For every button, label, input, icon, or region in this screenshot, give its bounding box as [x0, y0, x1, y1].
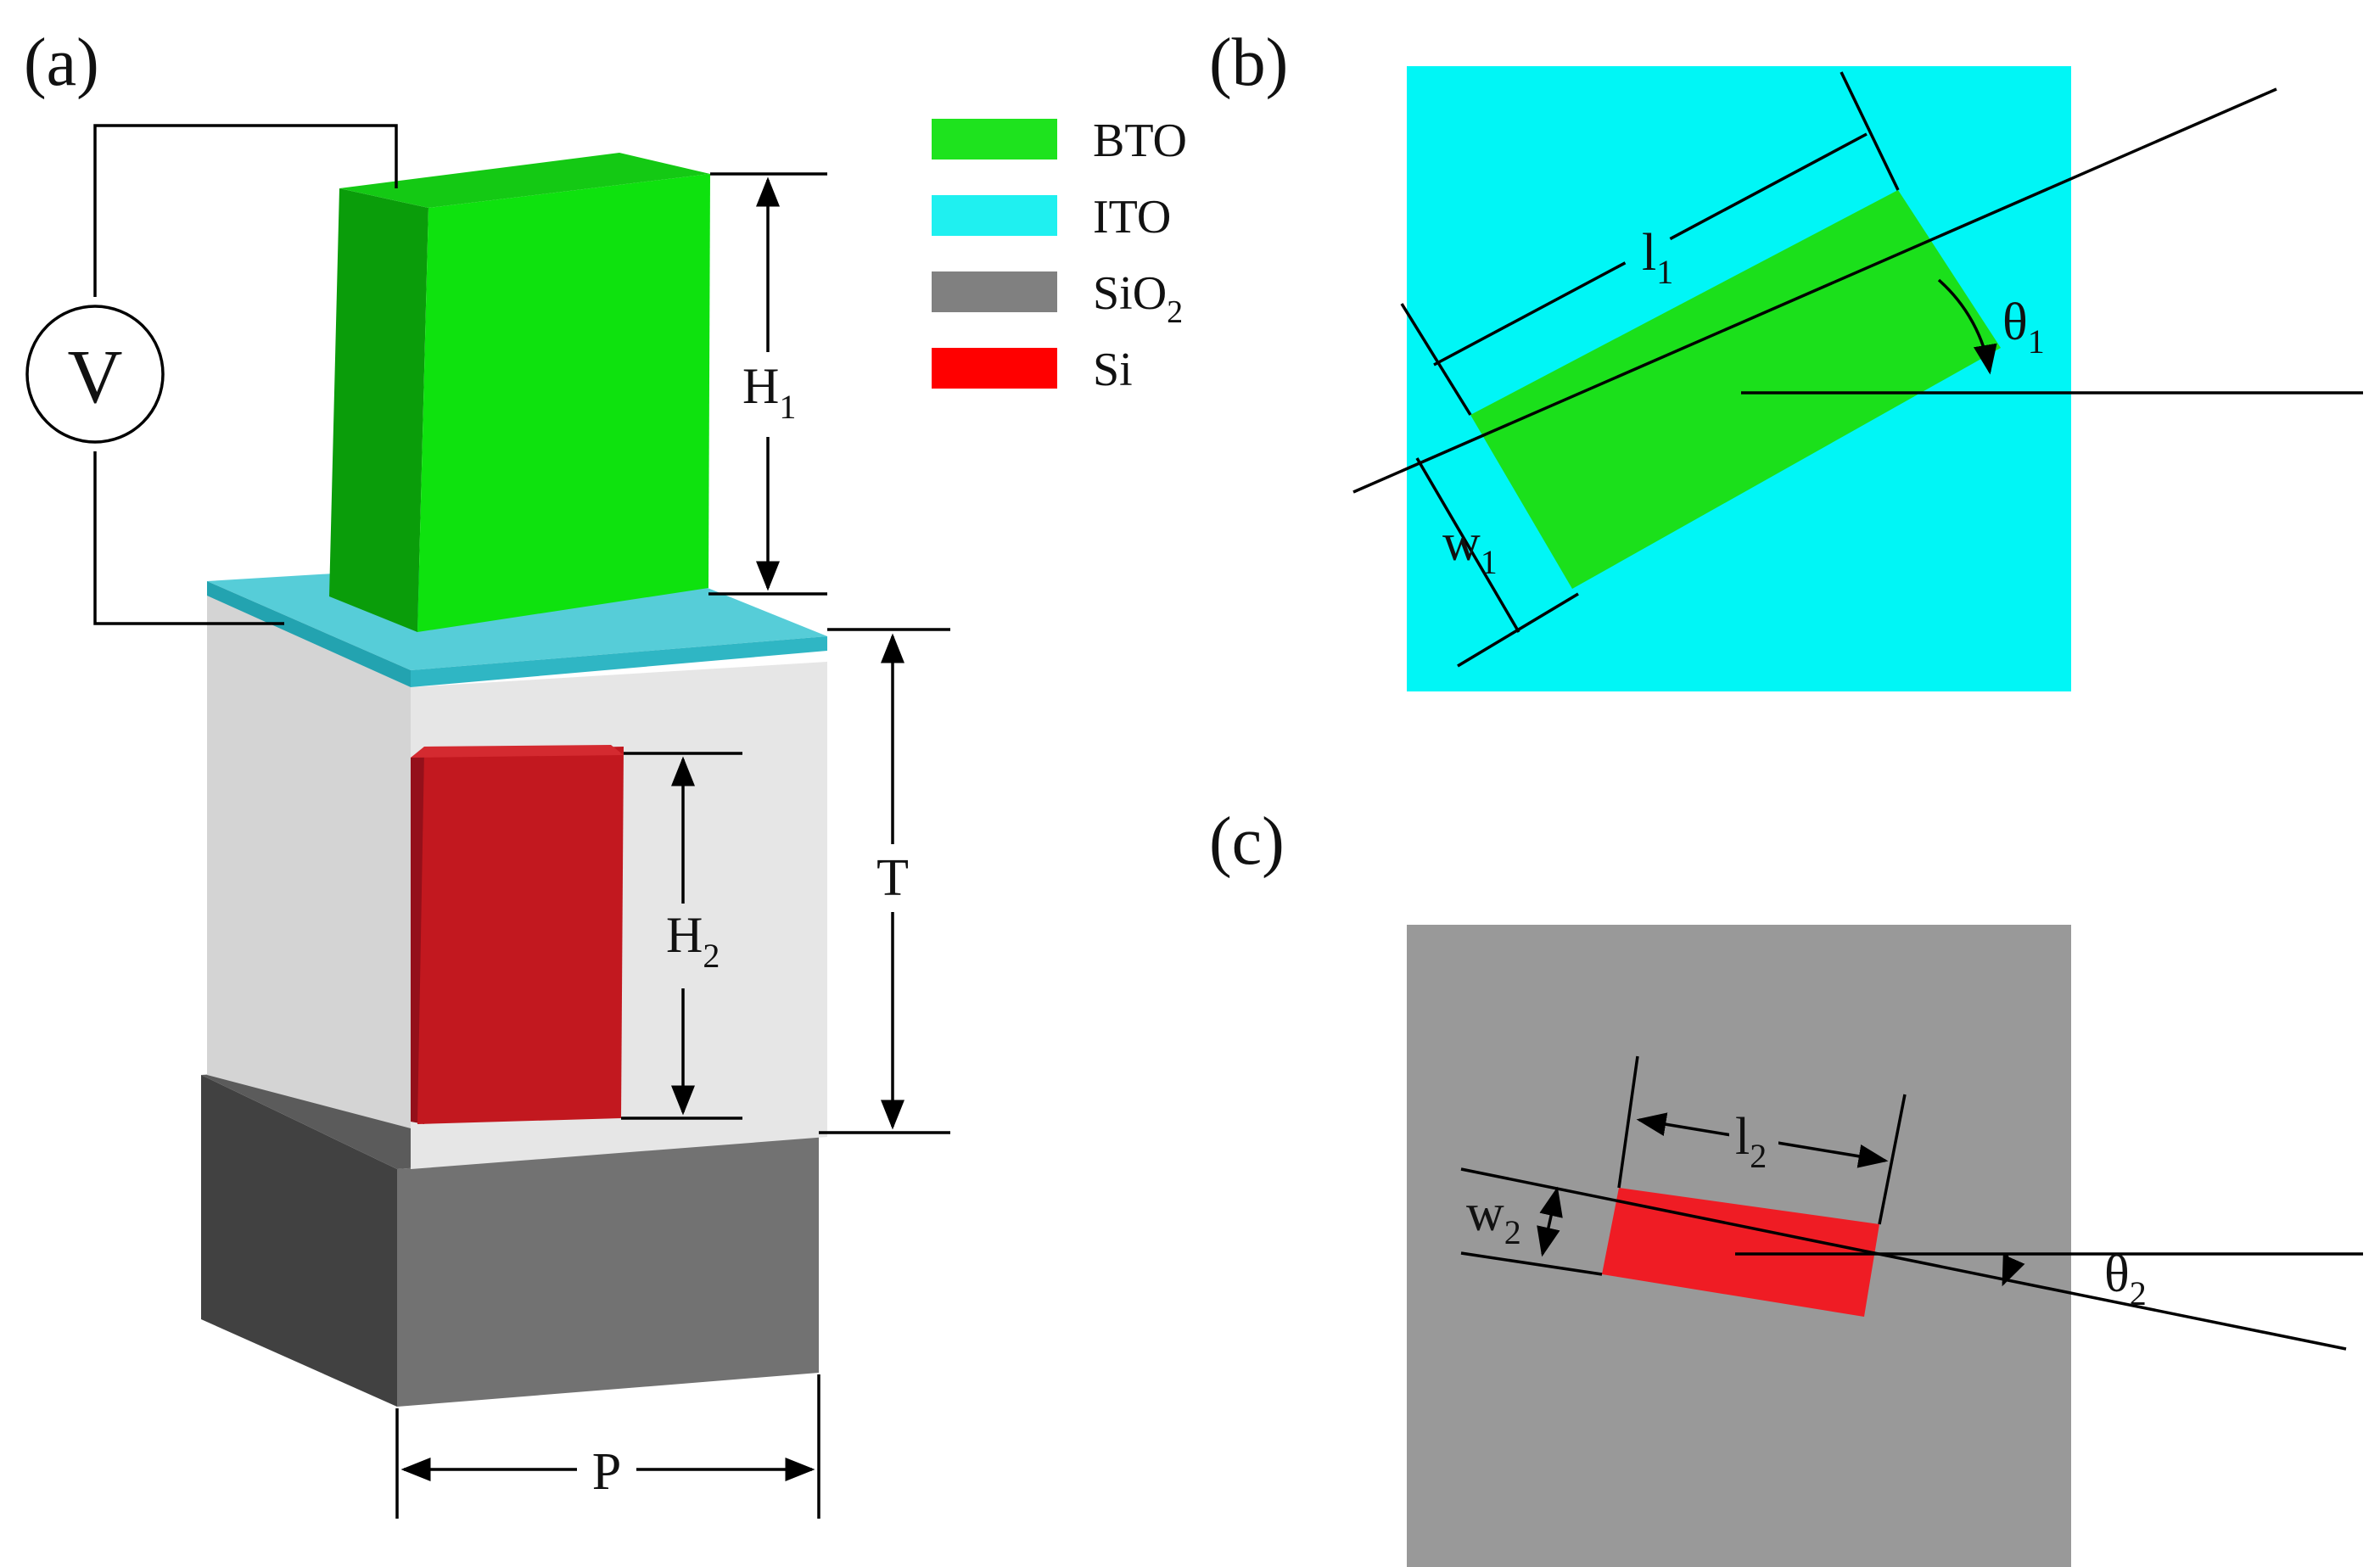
w1-letter: w	[1442, 514, 1481, 572]
theta1-arc	[1937, 278, 1997, 375]
si-pillar-front	[417, 747, 624, 1124]
l1-label-bg	[1609, 208, 1684, 288]
dimension-t: T	[819, 628, 950, 1134]
w2-ext-bottom	[1460, 1251, 1603, 1276]
panel-a-label: (a)	[24, 25, 99, 100]
legend-swatch-ito	[932, 195, 1057, 236]
l2-label: l2	[1735, 1108, 1767, 1175]
h2-subscript: 2	[703, 937, 720, 975]
h1-label: H1	[742, 358, 796, 426]
c-axis-line-lower	[1460, 1167, 2347, 1351]
h2-label-bg	[658, 904, 721, 988]
legend-swatch-bto	[932, 119, 1057, 159]
bto-front-face	[417, 174, 710, 632]
b-axis-line	[1352, 87, 2277, 494]
p-label: P	[592, 1443, 621, 1501]
voltage-source-label: V	[68, 335, 123, 419]
w2-letter: w	[1466, 1184, 1504, 1242]
si-pillar	[411, 745, 624, 1124]
l2-subscript: 2	[1750, 1137, 1767, 1175]
legend-swatch-sio	[932, 271, 1057, 312]
cladding-left-face	[207, 594, 411, 1128]
h1-label-bg	[738, 352, 798, 437]
theta2-subscript: 2	[2130, 1274, 2147, 1312]
theta1-label: θ1	[2002, 294, 2045, 361]
panel-c: (c) l2 w2 θ2	[1209, 804, 2363, 1567]
substrate-side-face	[201, 1075, 397, 1407]
l1-subscript: 1	[1656, 253, 1673, 291]
theta2-arc	[2002, 1253, 2025, 1287]
l2-ext-right	[1878, 1094, 1907, 1225]
circuit-wire-top	[93, 124, 398, 297]
w1-dimension-line	[1415, 457, 1520, 633]
l2-letter: l	[1735, 1108, 1750, 1166]
bto-block	[329, 153, 710, 632]
ito-front-edge	[411, 636, 827, 687]
h1-subscript: 1	[779, 388, 796, 426]
legend-swatch-si	[932, 348, 1057, 389]
voltage-circuit: V	[25, 124, 398, 625]
l1-letter: l	[1642, 224, 1656, 282]
dimension-h1: H1	[708, 172, 827, 596]
legend-label-sio: SiO2	[1093, 267, 1183, 330]
t-label: T	[876, 849, 909, 907]
dimension-p: P	[395, 1374, 820, 1519]
dimension-h2: H2	[621, 752, 742, 1120]
si-pillar-top	[411, 745, 624, 758]
l2-ext-left	[1617, 1055, 1639, 1189]
l1-label: l1	[1642, 224, 1673, 291]
h2-label: H2	[666, 907, 720, 975]
l1-ext-left	[1400, 303, 1472, 416]
w2-arrow	[1537, 1186, 1563, 1257]
legend-label-ito: ITO	[1093, 191, 1171, 243]
theta1-subscript: 1	[2028, 322, 2045, 361]
legend-label-si: Si	[1093, 344, 1133, 396]
ito-left-edge	[207, 581, 411, 687]
w1-label: w1	[1442, 514, 1498, 581]
bto-top-face	[339, 153, 710, 208]
theta1-letter: θ	[2002, 294, 2028, 351]
voltage-source-circle	[25, 305, 165, 444]
panel-a: (a)	[24, 25, 950, 1519]
si-top-view-rect	[1602, 1188, 1879, 1317]
bto-side-face	[329, 188, 428, 632]
panel-b: (b) l1 w1 θ1	[1209, 25, 2363, 691]
theta2-letter: θ	[2104, 1245, 2130, 1303]
h2-letter: H	[666, 907, 703, 963]
h1-letter: H	[742, 358, 779, 414]
theta2-label: θ2	[2104, 1245, 2147, 1312]
panel-b-label: (b)	[1209, 25, 1288, 100]
substrate-front-face	[397, 1137, 819, 1407]
w1-subscript: 1	[1481, 543, 1498, 581]
l1-ext-right	[1840, 71, 1900, 191]
w2-subscript: 2	[1504, 1213, 1521, 1251]
bto-top-view-rect	[1470, 190, 2001, 589]
w2-label: w2	[1466, 1184, 1521, 1251]
circuit-wire-bottom	[93, 451, 284, 625]
panel-c-label: (c)	[1209, 804, 1285, 879]
legend-label-bto: BTO	[1093, 115, 1187, 167]
p-label-bg	[577, 1438, 636, 1502]
l2-label-bg	[1729, 1101, 1778, 1169]
t-label-bg	[870, 844, 916, 912]
